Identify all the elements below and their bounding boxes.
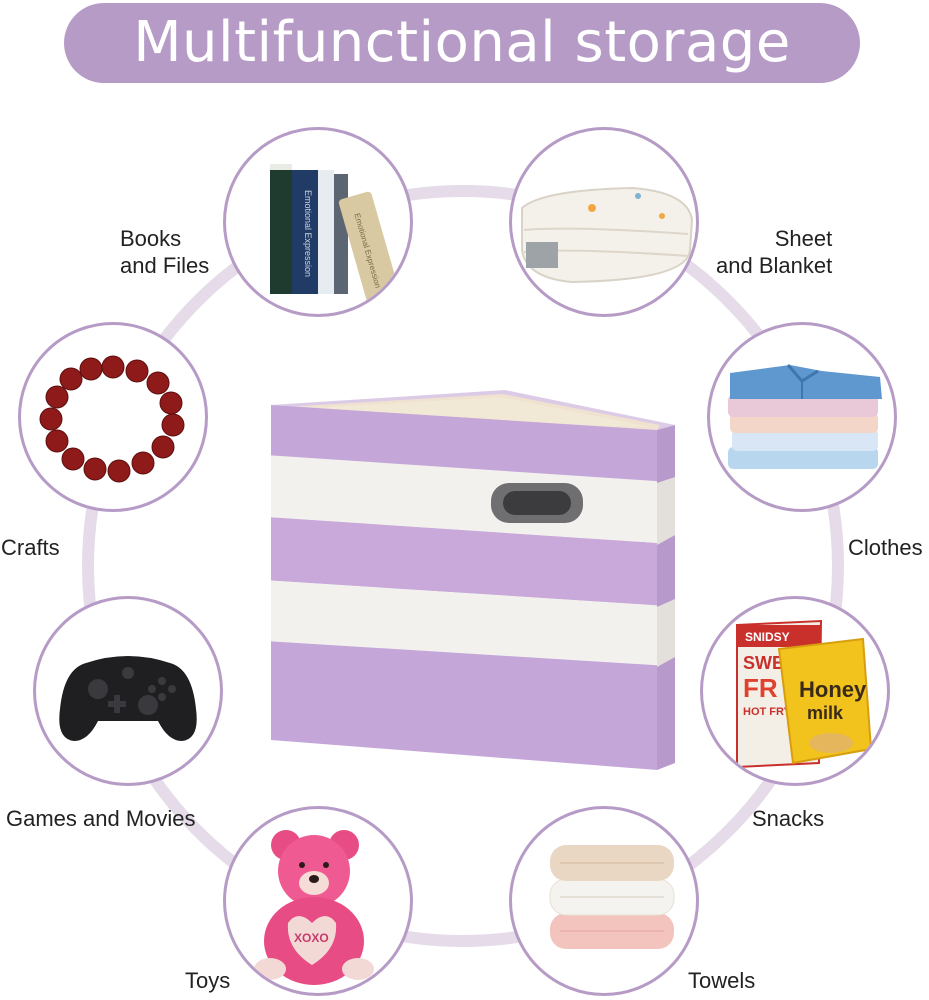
snack-text: Honey xyxy=(799,677,867,702)
label-toys: Toys xyxy=(185,968,231,993)
label-crafts: Crafts xyxy=(1,535,60,560)
books-circle: Emotional Expression Emotional Expressio… xyxy=(223,127,413,317)
toys-circle: XOXO xyxy=(223,806,413,996)
snacks-circle: SNIDSY SWEE FR HOT FRY Honey milk xyxy=(700,596,890,786)
label-games: Games and Movies xyxy=(6,806,196,831)
snack-bags-icon: SNIDSY SWEE FR HOT FRY Honey milk xyxy=(736,619,873,769)
game-controller-icon xyxy=(59,656,197,741)
label-clothes: Clothes xyxy=(848,535,923,560)
title-banner: Multifunctional storage xyxy=(64,3,860,83)
books-icon: Emotional Expression Emotional Expressio… xyxy=(270,164,400,305)
folded-shirts-icon xyxy=(728,364,882,469)
striped-storage-bin-icon xyxy=(271,390,675,770)
sheet-circle xyxy=(509,127,699,317)
snack-text: HOT FRY xyxy=(743,706,792,718)
snack-brand: SNIDSY xyxy=(745,630,790,644)
crafts-circle xyxy=(18,322,208,512)
book-title: Emotional Expression xyxy=(303,190,313,277)
folded-blanket-icon xyxy=(521,186,694,284)
folded-towels-icon xyxy=(549,845,675,949)
label-snacks: Snacks xyxy=(752,806,825,831)
games-circle xyxy=(33,596,223,786)
page-title: Multifunctional storage xyxy=(133,10,791,75)
label-books: Books and Files xyxy=(120,226,210,278)
bead-bracelet-icon xyxy=(39,355,185,483)
towels-circle xyxy=(509,806,699,996)
clothes-circle xyxy=(707,322,897,512)
snack-text: milk xyxy=(807,703,844,723)
label-sheet: Sheet and Blanket xyxy=(716,226,833,278)
heart-text: XOXO xyxy=(294,931,329,945)
snack-text: FR xyxy=(743,673,778,703)
teddy-bear-icon: XOXO xyxy=(254,830,374,985)
label-towels: Towels xyxy=(688,968,756,993)
